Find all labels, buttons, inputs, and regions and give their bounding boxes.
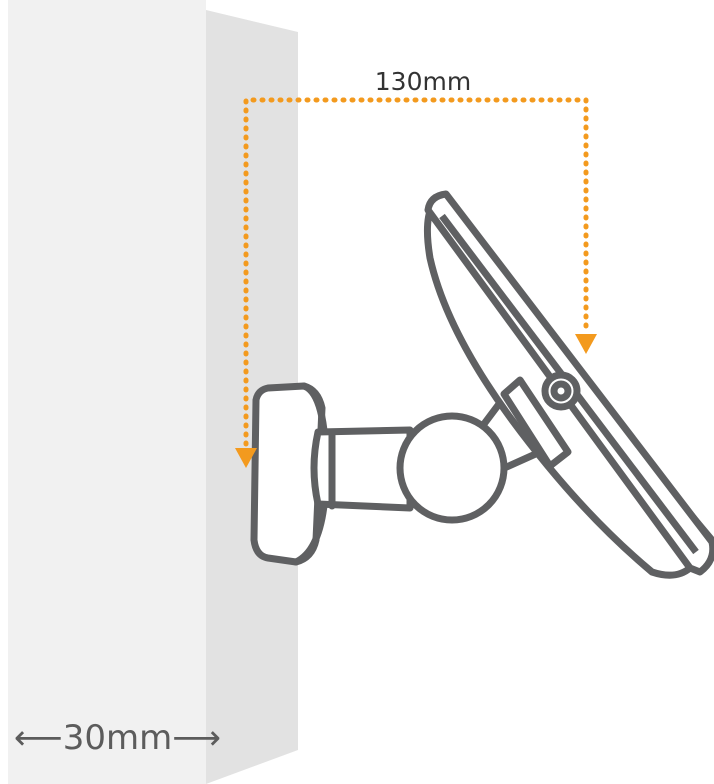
ball-joint bbox=[396, 412, 508, 524]
wall-mount-bracket bbox=[250, 382, 414, 566]
dimension-dotted-path bbox=[243, 97, 589, 447]
dimension-line-130mm bbox=[243, 97, 589, 447]
dimension-arrow-right-icon bbox=[575, 334, 597, 354]
tablet-mount-block bbox=[500, 376, 572, 470]
tablet-panel bbox=[423, 190, 714, 579]
dimension-arrow-left-icon bbox=[235, 448, 257, 468]
wall-front-face bbox=[8, 0, 206, 784]
wall-side-face bbox=[206, 10, 298, 784]
dimension-label: 130mm bbox=[375, 67, 471, 96]
bracket-arm bbox=[310, 426, 414, 512]
wall-thickness-value: 30mm bbox=[63, 718, 173, 758]
wall-slab bbox=[8, 0, 298, 784]
left-arrow-icon: ⟵ bbox=[14, 718, 63, 758]
wall-thickness-label: ⟵30mm⟶ bbox=[14, 718, 221, 758]
mount-screw-inner bbox=[550, 380, 572, 402]
right-arrow-icon: ⟶ bbox=[172, 718, 221, 758]
